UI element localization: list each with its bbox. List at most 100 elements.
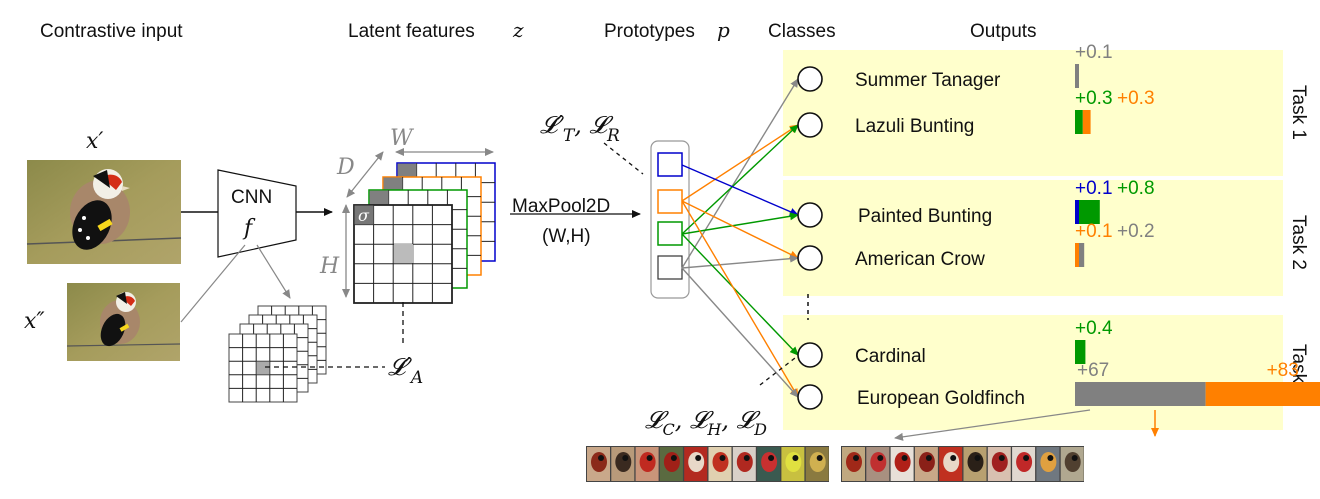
output-bar-green bbox=[1075, 340, 1086, 364]
class-node-lazuli-bunting[interactable] bbox=[797, 112, 823, 138]
task-1-box bbox=[783, 50, 1283, 176]
input-image-x-double-prime bbox=[66, 283, 181, 361]
prototype-patch bbox=[890, 447, 914, 481]
output-bar-orange bbox=[1082, 110, 1091, 134]
output-bar-orange bbox=[1075, 243, 1079, 267]
class-loss-label: 𝓛C, 𝓛H, 𝓛D bbox=[645, 406, 767, 439]
cnn-to-small-latent-arrow bbox=[256, 244, 291, 299]
connection-blue-to-task2-class1 bbox=[681, 164, 799, 216]
prototype-patch bbox=[805, 447, 829, 481]
connection-green-to-task2-class1 bbox=[681, 212, 799, 235]
latent-stack-x-double-prime bbox=[228, 305, 327, 403]
small-latent-channel-front bbox=[228, 333, 298, 403]
task-t-box bbox=[783, 315, 1283, 430]
prototype-patch bbox=[939, 447, 963, 481]
output-bar-orange bbox=[1205, 382, 1320, 406]
prototype-patch bbox=[587, 447, 610, 481]
header-latent-symbol: z bbox=[512, 18, 524, 42]
prototype-class-connections bbox=[681, 78, 799, 398]
class-label: Summer Tanager bbox=[855, 70, 1001, 91]
output-bar-green bbox=[1075, 110, 1083, 134]
alignment-loss-label: 𝓛′A bbox=[388, 353, 423, 388]
output-value-green: +0.3 bbox=[1075, 88, 1113, 109]
prototype-patch bbox=[1036, 447, 1060, 481]
prototype-container bbox=[650, 140, 690, 299]
output-value-gray: +0.1 bbox=[1075, 42, 1113, 63]
output-value-green: +0.8 bbox=[1117, 178, 1155, 199]
connection-green-to-task1-class2 bbox=[681, 124, 799, 235]
class-label: American Crow bbox=[855, 249, 985, 270]
header-classes: Classes bbox=[768, 21, 836, 42]
latent-dim-w: W bbox=[390, 126, 415, 151]
x-double-prime-to-cnn-line bbox=[180, 244, 246, 323]
prototype-patch bbox=[635, 447, 659, 481]
prototype-patch bbox=[1012, 447, 1036, 481]
class-node-summer-tanager[interactable] bbox=[797, 66, 823, 92]
prototype-patch bbox=[842, 447, 865, 481]
gray-patches-arrow bbox=[894, 409, 1091, 441]
prototype-blue[interactable] bbox=[657, 152, 683, 177]
orange-prototype-patch-strip bbox=[841, 446, 1084, 482]
class-label: Painted Bunting bbox=[858, 206, 992, 227]
class-node-european-goldfinch[interactable] bbox=[797, 384, 823, 410]
prototype-loss-label: 𝓛′T, 𝓛R bbox=[540, 111, 620, 146]
output-bar-gray bbox=[1075, 64, 1079, 88]
output-bar-green bbox=[1079, 200, 1100, 224]
output-value-orange: +0.1 bbox=[1075, 221, 1113, 242]
connection-orange-to-task1-class2 bbox=[681, 124, 799, 202]
prototype-patch bbox=[1060, 447, 1084, 481]
class-node-painted-bunting[interactable] bbox=[797, 202, 823, 228]
connection-orange-to-task2-class2 bbox=[681, 200, 799, 259]
prototype-patch bbox=[659, 447, 683, 481]
output-value-green: +0.4 bbox=[1075, 318, 1113, 339]
latent-dim-d: D bbox=[336, 155, 355, 180]
header-outputs: Outputs bbox=[970, 21, 1037, 42]
input-image-x-prime bbox=[26, 160, 182, 264]
sigma-label: σ bbox=[358, 206, 370, 225]
prototype-patch bbox=[987, 447, 1011, 481]
output-value-gray: +67 bbox=[1077, 360, 1109, 381]
maxpool-label: MaxPool2D bbox=[512, 196, 610, 217]
latent-dim-h: H bbox=[319, 254, 340, 279]
task-2-box bbox=[783, 180, 1283, 296]
task-2-label: Task 2 bbox=[1288, 215, 1309, 270]
prototype-patch bbox=[732, 447, 756, 481]
prototype-patch bbox=[757, 447, 781, 481]
output-value-orange: +0.3 bbox=[1117, 88, 1155, 109]
prototype-loss-connector bbox=[603, 142, 644, 175]
x-prime-label: x′ bbox=[86, 129, 103, 154]
latent-channel-front: σ bbox=[353, 204, 453, 304]
header-contrastive-input: Contrastive input bbox=[40, 21, 183, 42]
header-latent-features: Latent features bbox=[348, 21, 475, 42]
prototype-patch bbox=[684, 447, 708, 481]
cnn-label: CNN bbox=[231, 187, 272, 208]
class-label: Lazuli Bunting bbox=[855, 116, 974, 137]
connection-gray-to-task2-class2 bbox=[681, 254, 799, 269]
output-bar-blue bbox=[1075, 200, 1079, 224]
small-latent-highlight-cell bbox=[256, 361, 270, 375]
prototype-patch bbox=[781, 447, 805, 481]
header-prototypes-symbol: p bbox=[717, 18, 730, 42]
prototype-patch bbox=[611, 447, 635, 481]
task-1-label: Task 1 bbox=[1288, 85, 1309, 140]
gray-prototype-patch-strip bbox=[586, 446, 829, 482]
output-value-gray: +0.2 bbox=[1117, 221, 1155, 242]
prototype-patch bbox=[963, 447, 987, 481]
x-double-prime-label: x″ bbox=[24, 309, 45, 334]
class-node-cardinal[interactable] bbox=[797, 342, 823, 368]
output-value-blue: +0.1 bbox=[1075, 178, 1113, 199]
prototype-patch bbox=[708, 447, 732, 481]
connection-orange-to-task3-class2 bbox=[681, 200, 799, 398]
header-prototypes: Prototypes bbox=[604, 21, 695, 42]
latent-highlight-cell bbox=[394, 244, 413, 263]
output-bar-gray bbox=[1075, 382, 1206, 406]
connection-gray-to-task1-class1 bbox=[681, 78, 799, 269]
class-node-american-crow[interactable] bbox=[797, 245, 823, 271]
latent-stack-x-prime: σ bbox=[353, 162, 496, 304]
latent-dim-d-arrow bbox=[346, 151, 384, 198]
class-label: Cardinal bbox=[855, 346, 926, 367]
output-value-orange: +83 bbox=[1267, 360, 1299, 381]
connection-gray-to-task3-class2 bbox=[681, 267, 799, 398]
